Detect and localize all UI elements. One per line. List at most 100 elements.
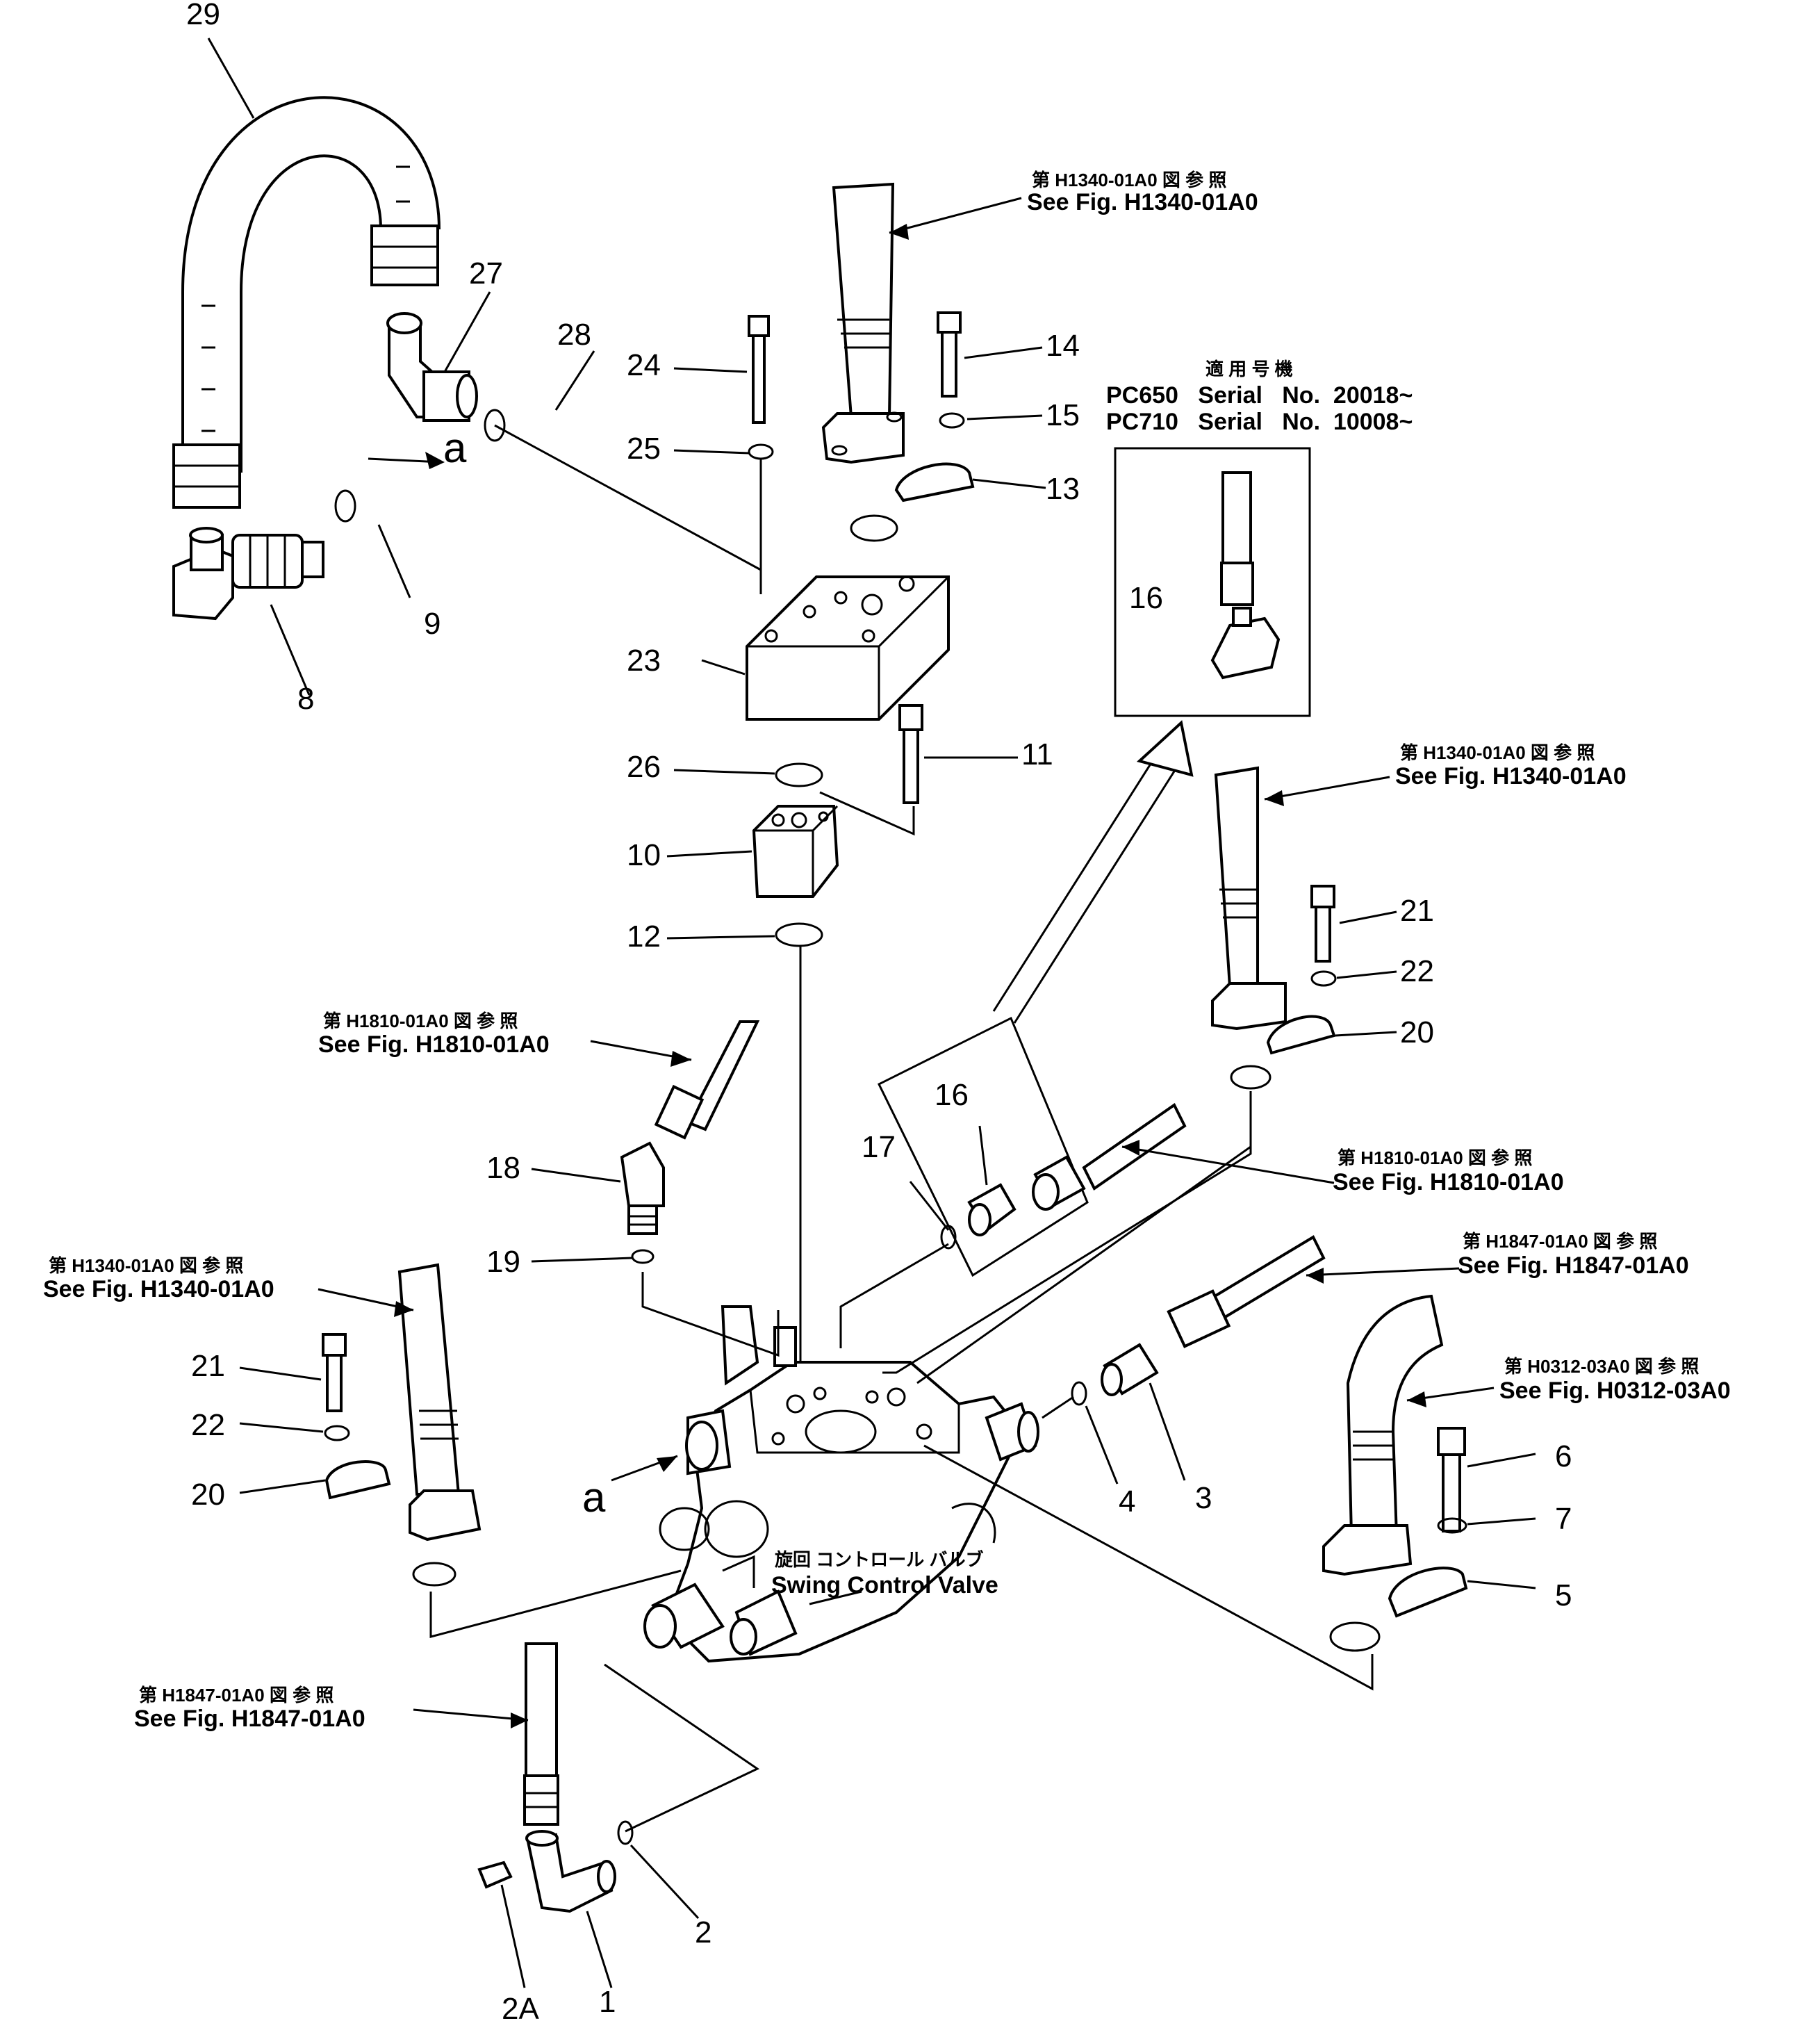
o-ring-4 [1071, 1381, 1087, 1406]
ref-h0312: 第 H0312-03A0 図 参 照 See Fig. H0312-03A0 [1499, 1356, 1731, 1404]
hose-29 [172, 96, 441, 509]
inset-line-pc710: PC710 Serial No. 10008~ [1106, 409, 1413, 435]
ref-h1847-bottom-jp: 第 H1847-01A0 図 参 照 [139, 1685, 334, 1706]
callout-22-left: 22 [191, 1408, 225, 1442]
bolt-24 [748, 315, 770, 424]
ref-right-en: See Fig. H1340-01A0 [1395, 763, 1627, 790]
ref-h0312-jp: 第 H0312-03A0 図 参 照 [1504, 1356, 1699, 1377]
o-ring-far-right [1329, 1621, 1381, 1652]
washer-22-left [324, 1425, 350, 1441]
ref-h1847-bottom-en: See Fig. H1847-01A0 [134, 1706, 365, 1732]
o-ring-17 [940, 1225, 957, 1250]
callout-23: 23 [627, 644, 661, 678]
callout-21-left: 21 [191, 1349, 225, 1383]
callout-5: 5 [1555, 1578, 1572, 1612]
nut-1847-right [1167, 1289, 1231, 1348]
sub-frame-16-17 [877, 1016, 1089, 1277]
callout-15: 15 [1046, 398, 1080, 432]
callout-4: 4 [1119, 1485, 1135, 1519]
ref-right: 第 H1340-01A0 図 参 照 See Fig. H1340-01A0 [1395, 742, 1627, 790]
callout-6: 6 [1555, 1439, 1572, 1473]
split-flange-13 [894, 462, 975, 502]
washer-25 [748, 443, 774, 460]
bolt-14 [937, 311, 962, 398]
ref-h1810-right: 第 H1810-01A0 図 参 照 See Fig. H1810-01A0 [1333, 1147, 1564, 1195]
ref-top: 第 H1340-01A0 図 参 照 See Fig. H1340-01A0 [1027, 170, 1258, 215]
ref-left-en: See Fig. H1340-01A0 [43, 1276, 274, 1302]
callout-16-inset: 16 [1129, 581, 1163, 615]
fitting-3 [1101, 1343, 1159, 1396]
hose-right [1211, 766, 1287, 1031]
o-ring-top-flange [850, 514, 898, 542]
figure-references: 第 H1340-01A0 図 参 照 See Fig. H1340-01A0 第… [43, 170, 1731, 1732]
inset-box [1114, 447, 1311, 717]
fitting-18 [620, 1141, 665, 1235]
o-ring-12 [775, 922, 823, 947]
callout-1: 1 [599, 1985, 616, 2019]
callout-22-right: 22 [1400, 954, 1434, 988]
elbow-fitting-1 [525, 1830, 616, 1913]
callout-7: 7 [1555, 1502, 1572, 1536]
arrowheads [394, 224, 1426, 1728]
valve-label-en: Swing Control Valve [771, 1572, 998, 1599]
ref-h1810-right-jp: 第 H1810-01A0 図 参 照 [1338, 1147, 1532, 1168]
callout-2A: 2A [502, 1992, 539, 2026]
ref-h1847-right: 第 H1847-01A0 図 参 照 See Fig. H1847-01A0 [1458, 1231, 1689, 1279]
callout-20-right: 20 [1400, 1015, 1434, 1049]
o-ring-2 [617, 1820, 634, 1845]
callout-28: 28 [557, 318, 591, 352]
callout-27: 27 [469, 256, 503, 291]
callout-a-bottom: a [582, 1474, 606, 1521]
o-ring-9 [334, 489, 356, 523]
callout-10: 10 [627, 838, 661, 872]
assembly-lines [429, 424, 1374, 1833]
split-flange-20-right [1266, 1015, 1336, 1055]
callout-3: 3 [1195, 1481, 1212, 1515]
callout-21-right: 21 [1400, 894, 1434, 928]
o-ring-19 [631, 1249, 655, 1264]
ref-h1847-bottom: 第 H1847-01A0 図 参 照 See Fig. H1847-01A0 [134, 1685, 365, 1732]
inset-arrow [992, 720, 1194, 1024]
inset-heading: 適 用 号 機 [1205, 359, 1293, 379]
valve-label: 旋回 コントロール バルブ Swing Control Valve [771, 1549, 998, 1599]
callout-16: 16 [935, 1078, 969, 1112]
hose-1810-left [686, 1020, 760, 1131]
ref-h1810-left-jp: 第 H1810-01A0 図 参 照 [323, 1011, 518, 1031]
callout-12: 12 [627, 919, 661, 954]
callout-11: 11 [1021, 737, 1053, 771]
callout-8: 8 [297, 682, 314, 716]
ref-left: 第 H1340-01A0 図 参 照 See Fig. H1340-01A0 [43, 1255, 274, 1302]
bolt-21-right [1310, 885, 1335, 963]
swing-control-valve [643, 1305, 1039, 1663]
ref-right-jp: 第 H1340-01A0 図 参 照 [1400, 742, 1595, 763]
ref-h1810-right-en: See Fig. H1810-01A0 [1333, 1169, 1564, 1195]
o-ring-left-flange [412, 1562, 456, 1587]
bolt-11 [898, 704, 923, 804]
inset-serial-text: 適 用 号 機 PC650 Serial No. 20018~ PC710 Se… [1106, 359, 1413, 435]
callout-2: 2 [695, 1915, 711, 1949]
ref-h1847-right-jp: 第 H1847-01A0 図 参 照 [1463, 1231, 1657, 1252]
swivel-fitting-8 [172, 527, 324, 621]
callout-13: 13 [1046, 472, 1080, 506]
split-flange-5 [1388, 1567, 1468, 1618]
nut-1810-left [654, 1084, 705, 1140]
ref-top-jp: 第 H1340-01A0 図 参 照 [1032, 170, 1226, 190]
o-ring-26 [775, 762, 823, 787]
o-ring-right-flange [1230, 1065, 1272, 1090]
elbow-fitting-27 [386, 312, 478, 422]
o-ring-28 [484, 409, 506, 442]
split-flange-20-left [324, 1460, 391, 1500]
block-10 [752, 805, 839, 898]
hose-1847-bottom [523, 1642, 559, 1826]
callout-14: 14 [1046, 329, 1080, 363]
bolt-21-left [322, 1333, 347, 1412]
washer-22-right [1310, 970, 1337, 987]
ref-h1847-right-en: See Fig. H1847-01A0 [1458, 1252, 1689, 1279]
inset-line-pc650: PC650 Serial No. 20018~ [1106, 382, 1413, 409]
hose-left [397, 1263, 482, 1542]
ref-left-jp: 第 H1340-01A0 図 参 照 [49, 1255, 243, 1276]
leader-lines [207, 38, 1536, 1988]
hose-1847-right [1207, 1235, 1326, 1323]
callout-24: 24 [627, 348, 661, 382]
